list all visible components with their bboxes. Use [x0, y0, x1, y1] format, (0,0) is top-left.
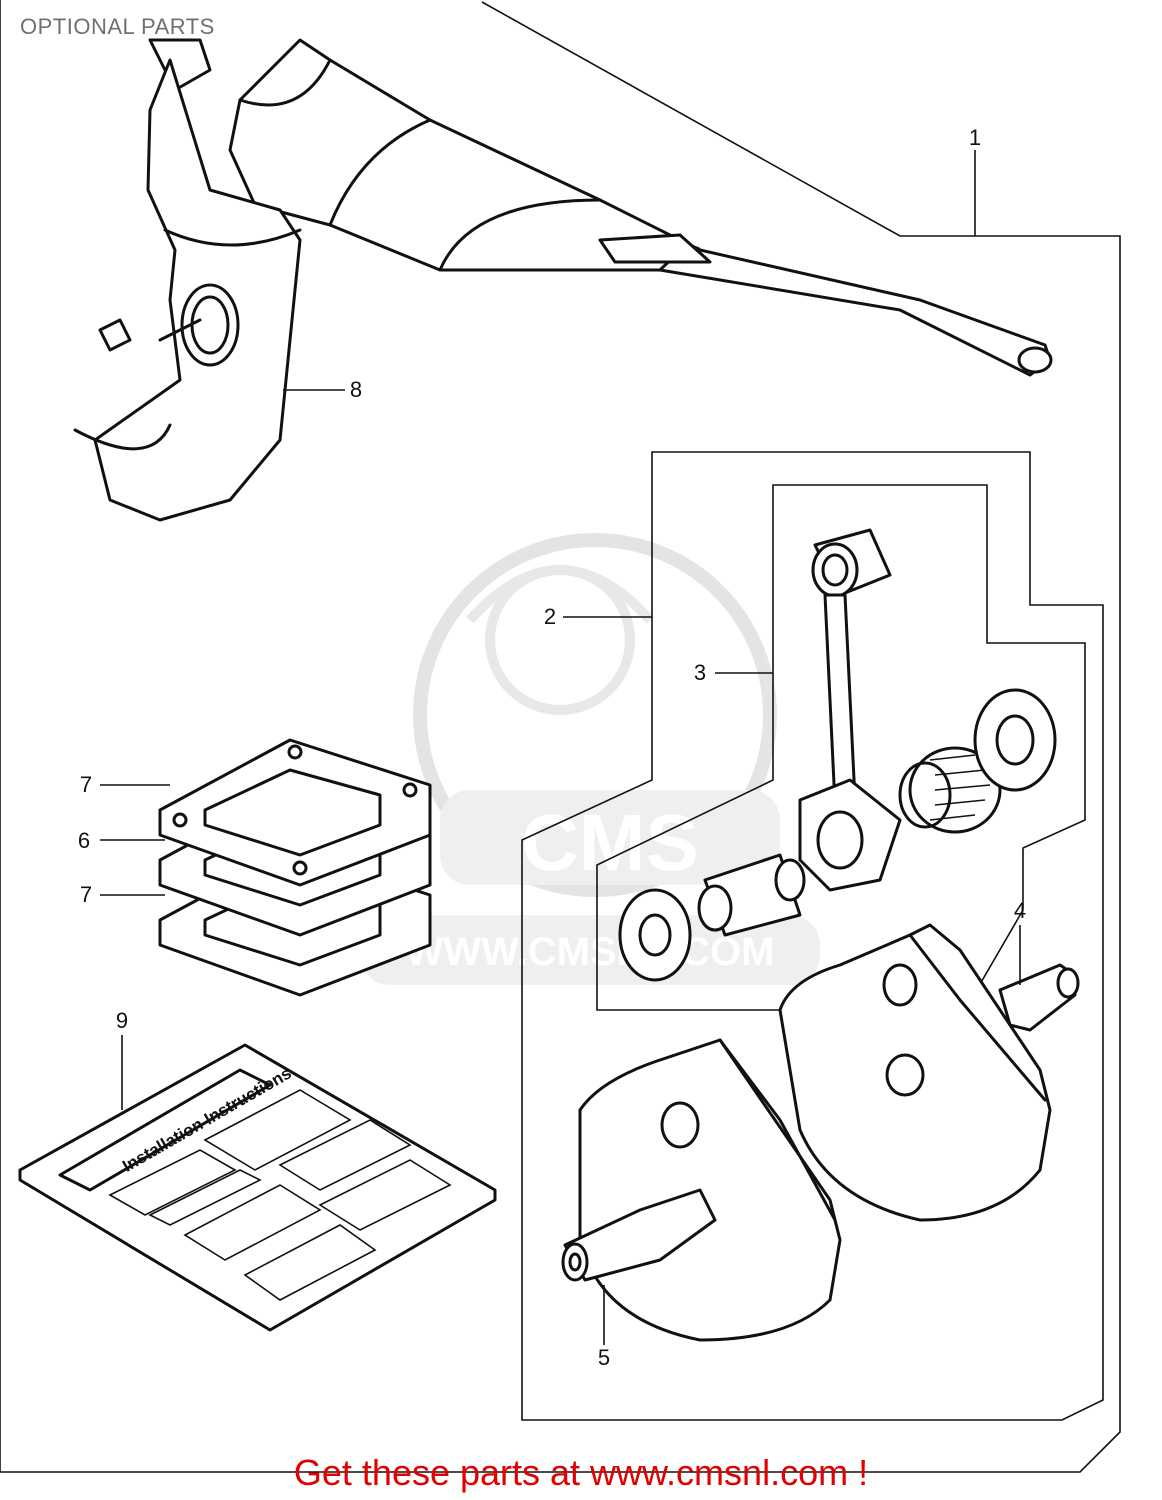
callout-3: 3 [694, 660, 706, 685]
callout-2: 2 [544, 604, 556, 629]
watermark-url-text: WWW.CMSNL.COM [406, 930, 775, 974]
watermark-logo: CMS WWW.CMSNL.COM [360, 533, 820, 985]
instruction-sheet: Installation Instructions [18, 1043, 497, 1332]
expansion-chamber [73, 38, 1053, 522]
callout-5: 5 [598, 1345, 610, 1370]
kit-1-frame [0, 1, 1121, 1473]
callout-6: 6 [78, 828, 90, 853]
callout-9: 9 [116, 1008, 128, 1033]
callout-8: 8 [350, 377, 362, 402]
callout-1: 1 [969, 125, 981, 150]
connecting-rod [798, 528, 902, 892]
callout-4: 4 [1014, 898, 1026, 923]
kit-3-frame [596, 484, 1086, 1011]
leader-lines [100, 150, 1021, 1345]
gasket-stack [158, 738, 432, 997]
callout-7-bottom: 7 [80, 882, 92, 907]
crank-half-left [561, 1038, 842, 1342]
callout-7-top: 7 [80, 772, 92, 797]
crank-pin [697, 853, 806, 937]
diagram-title: OPTIONAL PARTS [20, 14, 215, 39]
thrust-washer-right [973, 688, 1057, 792]
kit-2-frame [521, 451, 1104, 1421]
crank-half-right [778, 923, 1080, 1222]
needle-bearing [898, 746, 1002, 834]
watermark-logo-text: CMS [521, 798, 699, 887]
thrust-washer-left [618, 888, 692, 982]
cta-link-text[interactable]: Get these parts at www.cmsnl.com ! [293, 1452, 869, 1493]
